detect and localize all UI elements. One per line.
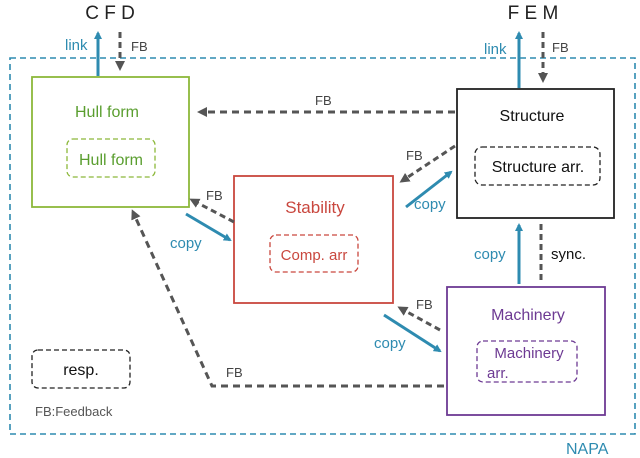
feedback-legend: FB:Feedback [35,404,113,419]
stability-inner [269,234,359,273]
hull-form-inner [66,138,156,178]
machinery-stability-fb-label: FB [416,297,433,312]
hull-form-box [31,76,190,208]
stability-hull-fb-label: FB [206,188,223,203]
stability-title: Stability [285,198,345,217]
machinery-inner [476,340,578,383]
fem-label: F E M [508,3,559,24]
stability-to-hull-fb-arrow [189,198,235,224]
structure-box [456,88,615,219]
resp-legend-label: resp. [63,362,99,379]
machinery-box [446,286,606,416]
structure-hull-fb-label: FB [315,93,332,108]
stability-to-structure-copy-arrow [405,170,453,209]
stability-machinery-copy-label: copy [374,335,406,352]
stability-inner-label: Comp. arr [281,247,348,264]
stability-structure-copy-label: copy [414,196,446,213]
machinery-inner-label-2: arr. [487,365,509,382]
machinery-to-hull-fb-arrow [131,209,444,388]
cfd-fb-label: FB [131,39,148,54]
machinery-title: Machinery [491,307,565,324]
structure-title: Structure [500,108,565,125]
machinery-to-stability-fb-arrow [397,306,441,332]
cfd-link-label: link [65,37,88,54]
napa-container [9,57,636,435]
structure-inner-label: Structure arr. [492,159,584,176]
structure-to-stability-fb-arrow [399,144,456,183]
hull-form-title: Hull form [75,104,139,121]
machinery-structure-copy-label: copy [474,246,506,263]
hull-stability-copy-label: copy [170,235,202,252]
resp-legend-box [31,349,131,389]
machinery-hull-fb-label: FB [226,365,243,380]
stability-box [233,175,394,304]
machinery-inner-label-1: Machinery [494,345,564,362]
cfd-label: C F D [85,3,135,24]
structure-stability-fb-label: FB [406,148,423,163]
stability-to-machinery-copy-arrow [383,313,442,353]
fem-link-label: link [484,41,507,58]
hull-to-stability-copy-arrow [185,212,232,242]
napa-label: NAPA [566,441,609,458]
structure-machinery-sync-label: sync. [551,246,586,263]
fem-fb-label: FB [552,40,569,55]
structure-inner [474,146,601,186]
hull-form-inner-label: Hull form [79,152,143,169]
